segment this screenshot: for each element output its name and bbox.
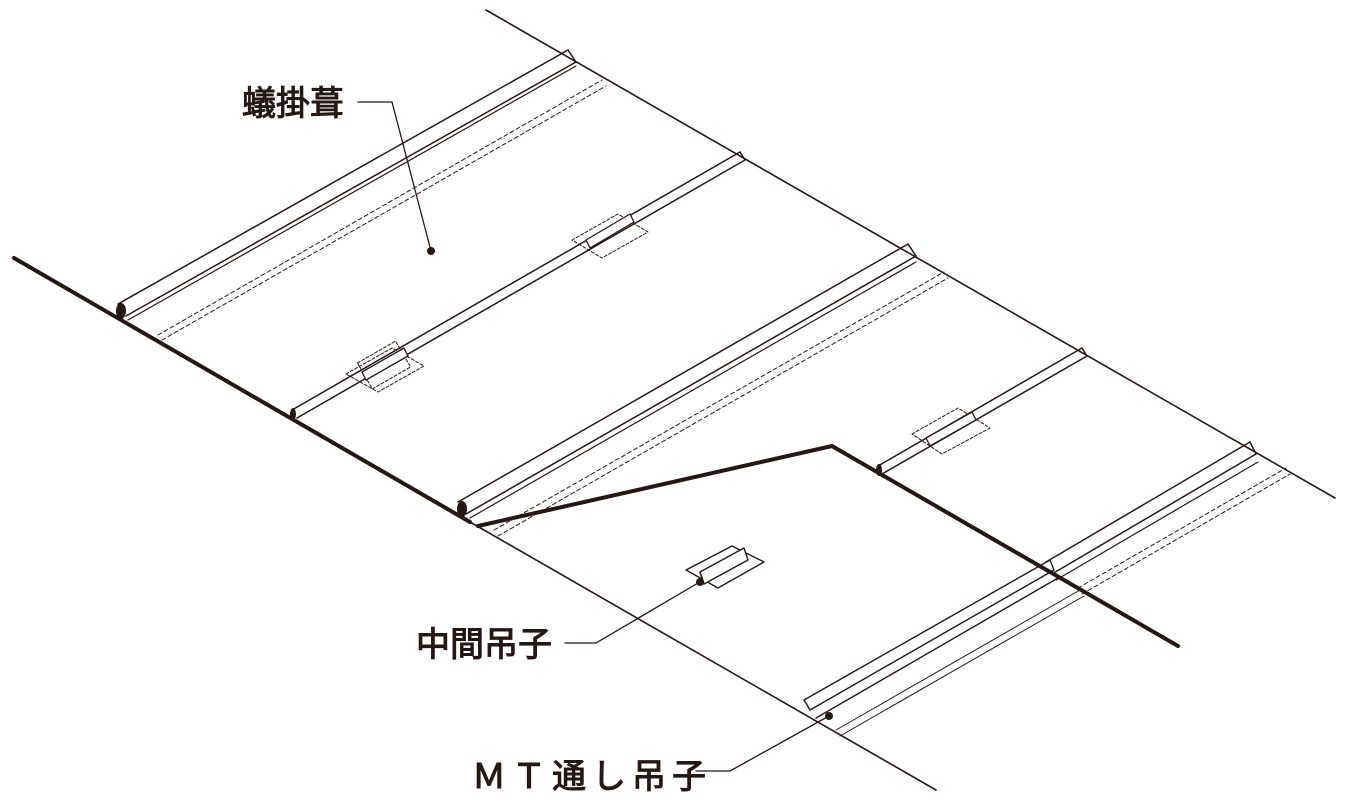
- leader-dot-chukan: [696, 578, 704, 586]
- leader-mt-toshi: [695, 715, 830, 772]
- leader-dot-hazekake: [427, 247, 435, 255]
- seam-rib-4: [876, 347, 1088, 476]
- label-hazekake: 蟻掛葺: [242, 84, 344, 124]
- hidden-clip-3: [911, 407, 991, 455]
- mt-continuous-clip: [803, 559, 1085, 737]
- panel-cutaway-edge: [476, 444, 1180, 648]
- seam-rib-5: [1045, 441, 1291, 595]
- seam-rib-3: [457, 243, 949, 537]
- seam-rib-1: [116, 49, 607, 341]
- hidden-clip-2: [571, 213, 649, 259]
- label-chukan: 中間吊子: [416, 625, 552, 665]
- ridge-boundary-line: [485, 9, 1336, 499]
- leader-hazekake: [357, 101, 432, 252]
- eave-edge-lower: [469, 521, 937, 791]
- seam-rib-2: [290, 151, 746, 420]
- clip-tab-2: [585, 213, 635, 249]
- clip-tab-1: [361, 347, 409, 381]
- label-mt-toshi: ＭＴ通し吊子: [472, 757, 712, 797]
- eave-edge-thick: [12, 256, 472, 524]
- leader-chukan: [564, 582, 699, 644]
- leader-dot-mt-toshi: [825, 712, 833, 720]
- clip-tab-3: [925, 411, 977, 447]
